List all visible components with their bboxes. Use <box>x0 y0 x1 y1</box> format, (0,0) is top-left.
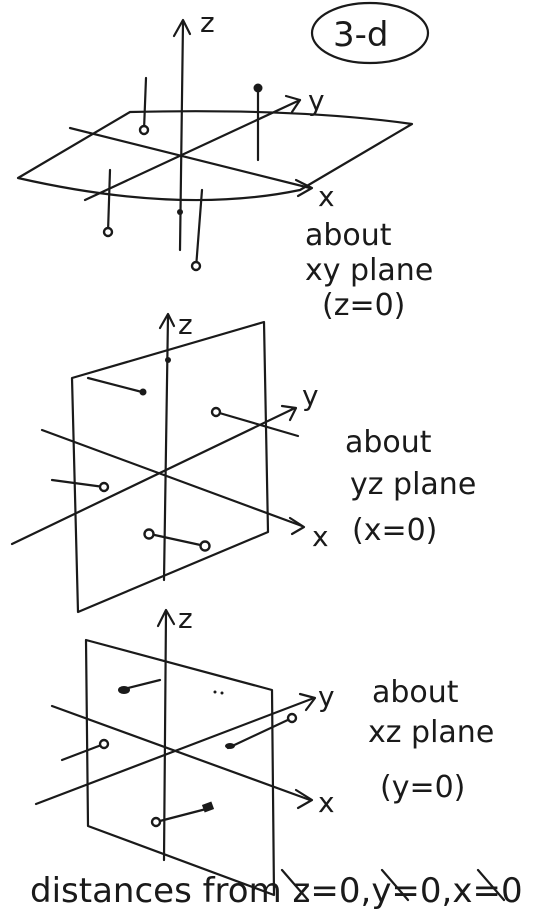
xz-z-arrow <box>156 608 176 628</box>
yz-z-label: z <box>178 308 193 341</box>
yz-x-axis <box>40 428 304 528</box>
xy-point-1-drop <box>142 76 148 132</box>
xz-z-label: z <box>178 602 193 635</box>
xy-z-label: z <box>200 6 215 39</box>
yz-point-1 <box>139 388 147 396</box>
xy-z-arrow <box>172 18 192 38</box>
xz-point-4 <box>98 738 110 750</box>
yz-point-2 <box>210 406 222 418</box>
xz-dust-1 <box>213 690 217 694</box>
xz-caption-line-3: (y=0) <box>380 770 465 805</box>
yz-plane <box>70 320 270 614</box>
xz-point-2-proj <box>226 716 294 750</box>
panel-xy: z y x about xy plane (z=0) <box>16 6 433 323</box>
yz-point-2-proj <box>214 410 300 438</box>
footer-item-x: x=0 <box>452 871 522 911</box>
xz-point-5 <box>150 816 162 828</box>
yz-point-3-proj <box>50 478 106 489</box>
footer-line: distances from z=0,y=0,x=0 <box>30 871 523 911</box>
xy-plane <box>16 110 414 202</box>
yz-caption-line-1: about <box>345 425 432 460</box>
yz-point-3 <box>98 481 110 493</box>
xz-caption-line-2: xz plane <box>368 715 494 750</box>
xy-origin-dot <box>177 209 183 215</box>
footer-strike-y <box>380 868 410 902</box>
footer: distances from z=0,y=0,x=0 <box>30 868 523 911</box>
xz-caption-line-1: about <box>372 675 459 710</box>
xz-x-axis <box>50 704 312 802</box>
xy-caption-line-2: xy plane <box>305 253 433 288</box>
xy-x-axis <box>68 126 312 190</box>
xy-y-axis <box>83 98 302 202</box>
xy-caption-line-3: (z=0) <box>322 288 405 323</box>
xz-point-6 <box>201 801 215 813</box>
xz-point-4-proj <box>60 742 106 762</box>
xy-x-label: x <box>318 180 335 213</box>
xz-point-2 <box>225 743 235 749</box>
xz-x-label: x <box>318 786 335 819</box>
yz-point-5 <box>199 540 211 552</box>
footer-strike-x <box>476 868 506 902</box>
xy-point-2 <box>253 83 263 93</box>
yz-point-1-proj <box>86 376 144 394</box>
yz-caption-line-3: (x=0) <box>352 513 437 548</box>
footer-item-y: y=0, <box>371 871 452 911</box>
footer-item-z: z=0, <box>293 871 372 911</box>
yz-x-label: x <box>312 520 329 553</box>
xy-z-axis <box>178 20 185 252</box>
yz-y-label: y <box>302 379 319 412</box>
title-group: 3-d <box>310 1 430 65</box>
xz-y-label: y <box>318 680 335 713</box>
xy-y-arrow <box>284 94 302 114</box>
xy-x-arrow <box>294 178 314 198</box>
xz-x-arrow <box>294 788 314 810</box>
xy-y-label: y <box>308 84 325 117</box>
yz-z-axis <box>162 314 170 582</box>
yz-y-axis <box>10 406 297 546</box>
xy-point-1 <box>138 124 150 136</box>
yz-origin-dot <box>165 357 171 363</box>
xz-plane <box>84 638 276 897</box>
xz-point-5-proj <box>154 806 212 824</box>
panel-yz: z y x about yz plane (x=0) <box>10 308 476 614</box>
panel-xz: z y x about xz plane (y=0) <box>34 602 494 897</box>
yz-caption-line-2: yz plane <box>350 467 476 502</box>
xz-point-3 <box>286 712 298 724</box>
yz-y-arrow <box>280 404 298 422</box>
xz-y-arrow <box>298 692 317 712</box>
xy-point-3 <box>102 226 114 238</box>
yz-x-arrow <box>288 516 306 536</box>
footer-prefix: distances from <box>30 871 293 911</box>
xy-caption-line-1: about <box>305 218 392 253</box>
xz-point-1 <box>118 686 130 694</box>
footer-strike-z <box>280 868 310 902</box>
yz-point-4-proj <box>148 532 207 548</box>
xz-z-axis <box>162 610 168 862</box>
xy-point-4-drop <box>194 188 204 270</box>
title-text: 3-d <box>333 15 388 55</box>
yz-point-4 <box>143 528 155 540</box>
xy-point-3-drop <box>106 168 112 234</box>
yz-z-arrow <box>158 312 176 330</box>
xy-point-4 <box>190 260 202 272</box>
xz-dust-2 <box>220 691 224 695</box>
title-circle <box>310 1 430 65</box>
